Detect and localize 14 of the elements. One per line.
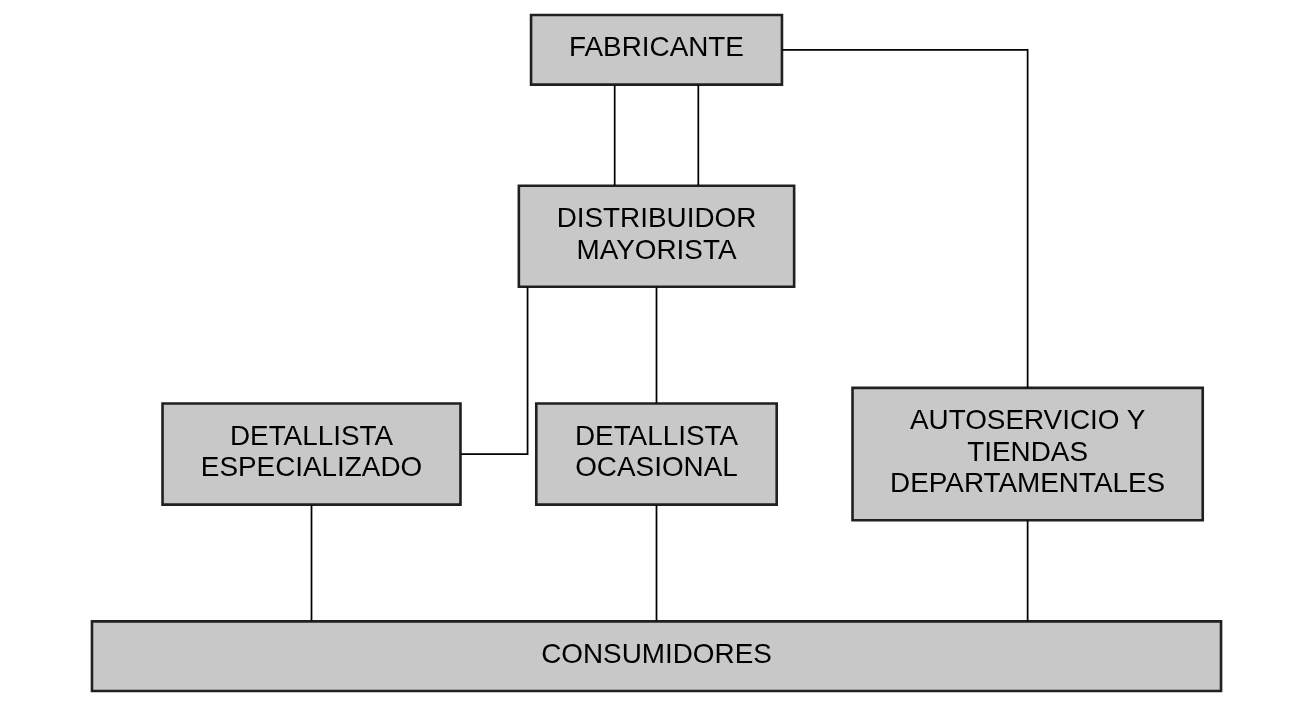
connector: [780, 48, 1028, 389]
node-box: CONSUMIDORES: [90, 620, 1222, 693]
node-box: DETALLISTA ESPECIALIZADO: [160, 402, 462, 506]
node-box: DISTRIBUIDOR MAYORISTA: [517, 184, 795, 289]
connector: [655, 286, 657, 405]
connector: [310, 504, 312, 622]
connector: [459, 286, 528, 455]
node-box: AUTOSERVICIO Y TIENDAS DEPARTAMENTALES: [850, 386, 1204, 522]
connector: [655, 504, 657, 622]
connector: [1026, 519, 1028, 623]
connector: [613, 84, 616, 187]
node-box: FABRICANTE: [529, 13, 783, 86]
connector: [696, 84, 699, 187]
node-box: DETALLISTA OCASIONAL: [534, 402, 778, 506]
